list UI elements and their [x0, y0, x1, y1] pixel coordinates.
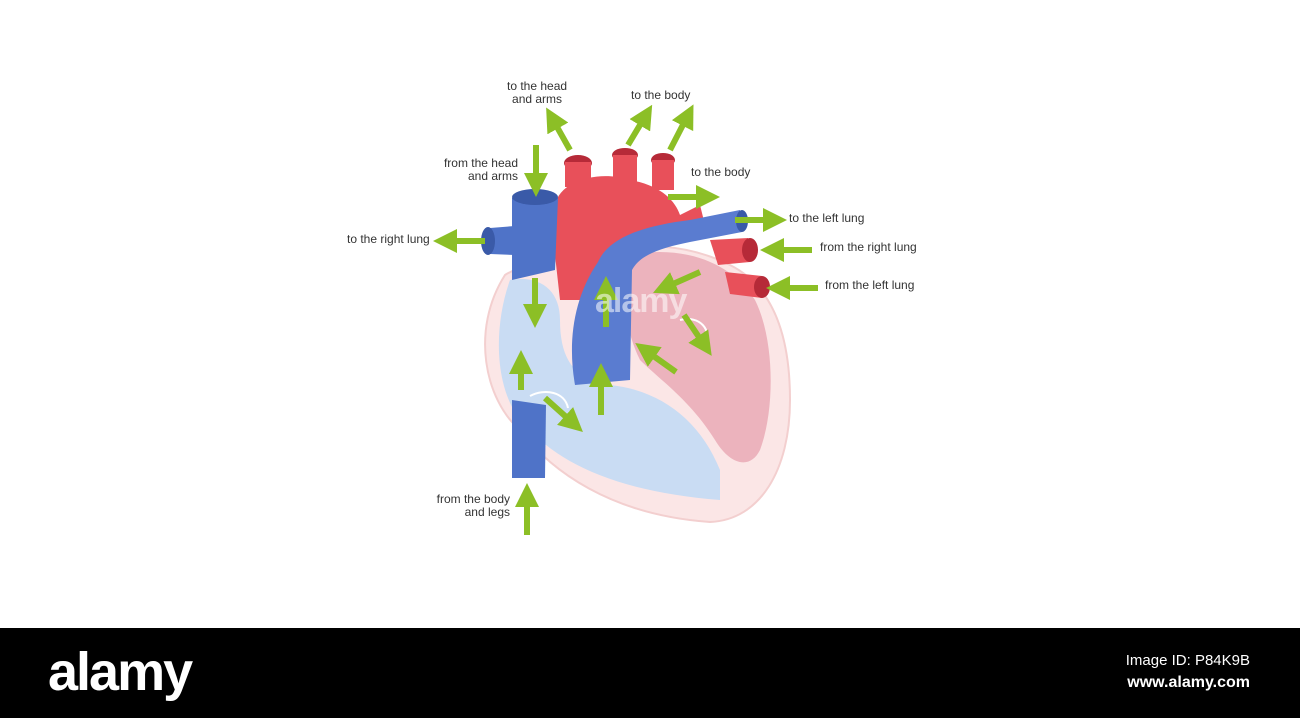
arrow-to-body-top-1	[625, 104, 653, 147]
right-chamber	[498, 279, 720, 500]
pulmonary-trunk	[571, 210, 742, 385]
arrow-lv-out	[635, 343, 678, 375]
image-id: Image ID: P84K9B	[1125, 652, 1250, 669]
label-from-left-lung: from the left lung	[825, 278, 915, 292]
pulmonary-vein-lower	[725, 272, 762, 298]
label-to-body-right: to the body	[691, 165, 751, 179]
arrow-to-head-arms	[546, 107, 573, 152]
superior-vena-cava	[512, 198, 558, 280]
pulmonary-vein-upper	[710, 238, 750, 265]
label-to-head-arms: to the head and arms	[507, 79, 568, 106]
left-chamber	[624, 252, 771, 463]
flow-arrows	[433, 104, 818, 535]
label-from-body-legs: from the body and legs	[436, 492, 510, 519]
watermark: alamy	[595, 282, 687, 320]
label-to-right-lung: to the right lung	[347, 232, 430, 246]
label-from-right-lung: from the right lung	[820, 240, 917, 254]
right-pulmonary-artery	[490, 226, 515, 255]
arrow-la-in	[653, 269, 702, 295]
label-to-body-top: to the body	[631, 88, 691, 102]
label-from-head-arms: from the head and arms	[443, 156, 518, 183]
heart-diagram: alamy to the head and arms to the body f…	[347, 79, 917, 535]
heart-illustration	[433, 104, 818, 535]
footer-bar: alamy Image ID: P84K9B www.alamy.com	[0, 628, 1300, 718]
label-to-left-lung: to the left lung	[789, 211, 865, 225]
tricuspid-valve	[529, 391, 569, 409]
arrow-lv-down	[681, 313, 712, 356]
alamy-logo: alamy	[48, 642, 193, 702]
arrow-rv-diag	[542, 395, 583, 433]
site-url: www.alamy.com	[1127, 674, 1250, 691]
arrow-to-body-top-2	[667, 104, 694, 152]
inferior-vena-cava	[512, 400, 546, 478]
